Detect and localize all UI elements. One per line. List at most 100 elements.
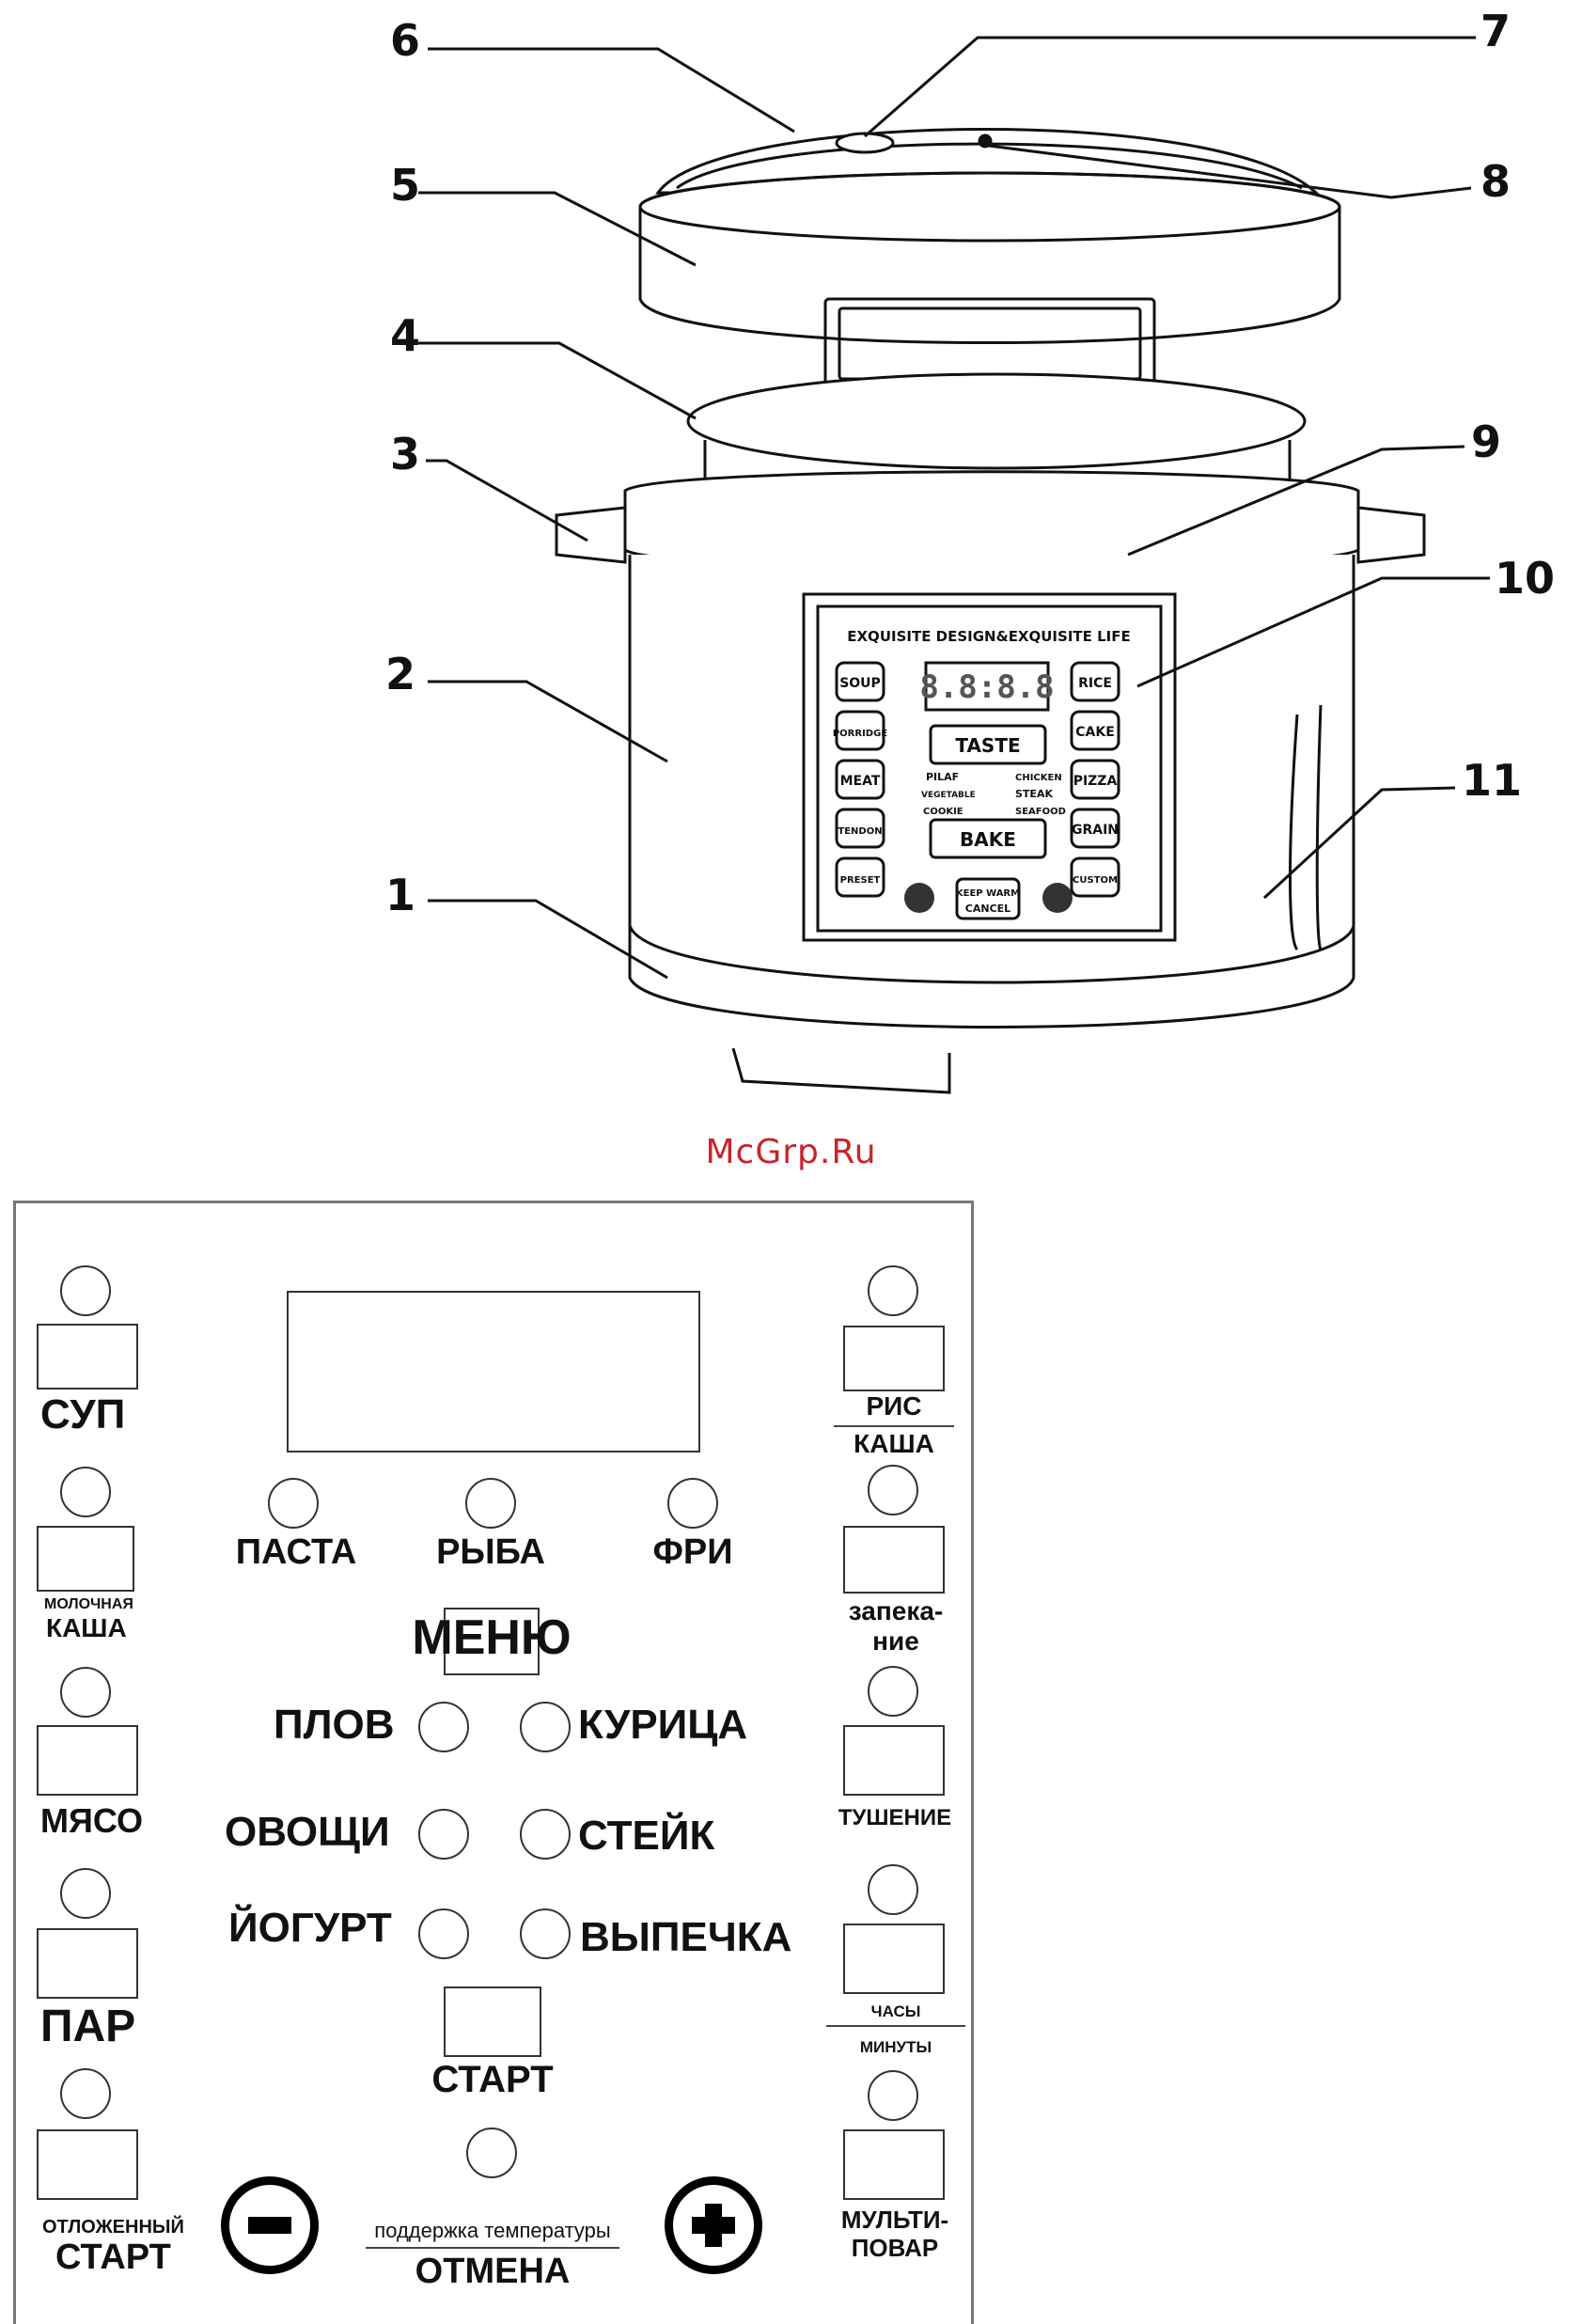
button-meat[interactable] (37, 1725, 138, 1796)
label-rice-bottom: КАША (854, 1429, 934, 1458)
indicator-keep-temp (466, 2128, 517, 2178)
label-pilaf: ПЛОВ (274, 1702, 395, 1748)
body-top (623, 470, 1360, 570)
label-meat: МЯСО (40, 1801, 143, 1840)
cooker-right-button-1[interactable] (1070, 710, 1120, 751)
callout-4: 4 (390, 310, 421, 361)
callout-6: 6 (390, 15, 421, 66)
label-multi-1: МУЛЬТИ- (840, 2206, 949, 2234)
cooker-left-button-1[interactable] (835, 710, 885, 751)
button-milk-porridge[interactable] (37, 1526, 134, 1592)
cooker-right-button-4[interactable] (1070, 856, 1120, 898)
indicator-soup (60, 1265, 111, 1316)
indicator-rice (868, 1265, 918, 1316)
label-delay-big: СТАРТ (55, 2238, 171, 2277)
indicator-pasta (268, 1478, 319, 1529)
label-fish: РЫБА (436, 1532, 545, 1572)
label-vegetables: ОВОЩИ (225, 1809, 390, 1855)
label-yogurt: ЙОГУРТ (228, 1905, 392, 1951)
panel-display: 8.8:8.8 (919, 668, 1054, 706)
cooker-left-button-label-4: PRESET (840, 875, 881, 886)
label-bake-2: ние (872, 1626, 919, 1656)
panel-taste: TASTE (955, 734, 1020, 757)
cooker-right-button-label-2: PIZZA (1073, 774, 1118, 789)
label-minutes: МИНУТЫ (859, 2038, 932, 2056)
label-start: СТАРТ (431, 2059, 554, 2100)
label-cancel: ОТМЕНА (415, 2252, 571, 2291)
label-chicken: КУРИЦА (578, 1702, 748, 1748)
label-steam: ПАР (40, 2002, 136, 2051)
rice-divider (834, 1425, 954, 1427)
cooker-left-button-label-3: TENDON (838, 826, 882, 837)
indicator-delay-start (60, 2068, 111, 2119)
minus-button[interactable] (221, 2176, 319, 2274)
right-handle (1356, 506, 1426, 564)
label-rice-top: РИС (866, 1391, 922, 1421)
display-window (287, 1291, 700, 1452)
panel-cancel: CANCEL (965, 903, 1010, 915)
panel-dial-left (904, 883, 934, 913)
inner-pot-rim (686, 372, 1307, 470)
pressure-cooker-exploded-drawing: EXQUISITE DESIGN&EXQUISITE LIFE 8.8:8.8 … (418, 36, 1490, 1094)
cooker-right-button-3[interactable] (1070, 808, 1120, 849)
cooker-left-button-0[interactable] (835, 661, 885, 702)
button-steam[interactable] (37, 1928, 138, 1999)
label-pasta: ПАСТА (235, 1532, 357, 1572)
callout-9: 9 (1471, 416, 1502, 467)
indicator-baking (520, 1908, 571, 1959)
panel-mode-r2: SEAFOOD (1015, 807, 1066, 817)
indicator-bake (868, 1465, 918, 1515)
indicator-yogurt (418, 1908, 469, 1959)
button-delay-start[interactable] (37, 2129, 138, 2200)
label-steak: СТЕЙК (578, 1813, 715, 1859)
indicator-stew (868, 1666, 918, 1717)
button-start[interactable] (444, 1986, 541, 2057)
left-handle (555, 506, 627, 564)
panel-slogan: EXQUISITE DESIGN&EXQUISITE LIFE (847, 628, 1130, 645)
cooker-left-button-label-1: PORRIDGE (833, 729, 887, 739)
button-clock[interactable] (843, 1924, 945, 1994)
button-menu[interactable] (444, 1608, 540, 1675)
cooker-right-button-2[interactable] (1070, 759, 1120, 800)
callout-1: 1 (385, 870, 416, 920)
clock-divider (826, 2025, 965, 2027)
minus-icon (248, 2217, 291, 2234)
button-rice[interactable] (843, 1326, 945, 1391)
label-menu: МЕНЮ (412, 1610, 572, 1665)
label-keep-temp: поддержка температуры (374, 2219, 611, 2242)
cooker-right-button-label-1: CAKE (1075, 725, 1115, 740)
panel-mode-r1: STEAK (1015, 788, 1053, 800)
panel-dial-right (1042, 883, 1073, 913)
panel-mode-l2: COOKIE (923, 807, 963, 817)
indicator-fish (465, 1478, 516, 1529)
button-multicook[interactable] (843, 2129, 945, 2200)
lid-ring (638, 207, 1341, 344)
panel-keep-warm: KEEP WARM (956, 888, 1020, 899)
panel-mode-l1: VEGETABLE (921, 791, 976, 800)
button-stew[interactable] (843, 1725, 945, 1796)
cooker-right-button-label-0: RICE (1078, 676, 1112, 691)
watermark: McGrp.Ru (705, 1133, 877, 1171)
label-soup: СУП (40, 1391, 126, 1437)
indicator-milk-porridge (60, 1467, 111, 1517)
cooker-left-button-4[interactable] (835, 856, 885, 898)
callout-11: 11 (1462, 755, 1523, 806)
control-panel-layout: СУП МОЛОЧНАЯ КАША МЯСО ПАР ОТЛОЖЕННЫЙ СТ… (13, 1201, 974, 2324)
panel-bake: BAKE (960, 828, 1016, 851)
indicator-steam (60, 1868, 111, 1919)
indicator-steak (520, 1809, 571, 1860)
cancel-divider (366, 2247, 619, 2249)
indicator-fry (667, 1478, 718, 1529)
cooker-right-button-0[interactable] (1070, 661, 1120, 702)
button-bake[interactable] (843, 1526, 945, 1594)
base-ring (628, 925, 1355, 984)
plus-button[interactable] (665, 2176, 762, 2274)
callout-2: 2 (385, 649, 416, 699)
indicator-multicook (868, 2070, 918, 2121)
label-milk-big: КАША (46, 1613, 127, 1642)
cooker-left-button-2[interactable] (835, 759, 885, 800)
indicator-pilaf (418, 1702, 469, 1752)
button-soup[interactable] (37, 1324, 138, 1390)
label-bake-1: запека- (848, 1596, 944, 1625)
cooker-left-button-3[interactable] (835, 808, 885, 849)
